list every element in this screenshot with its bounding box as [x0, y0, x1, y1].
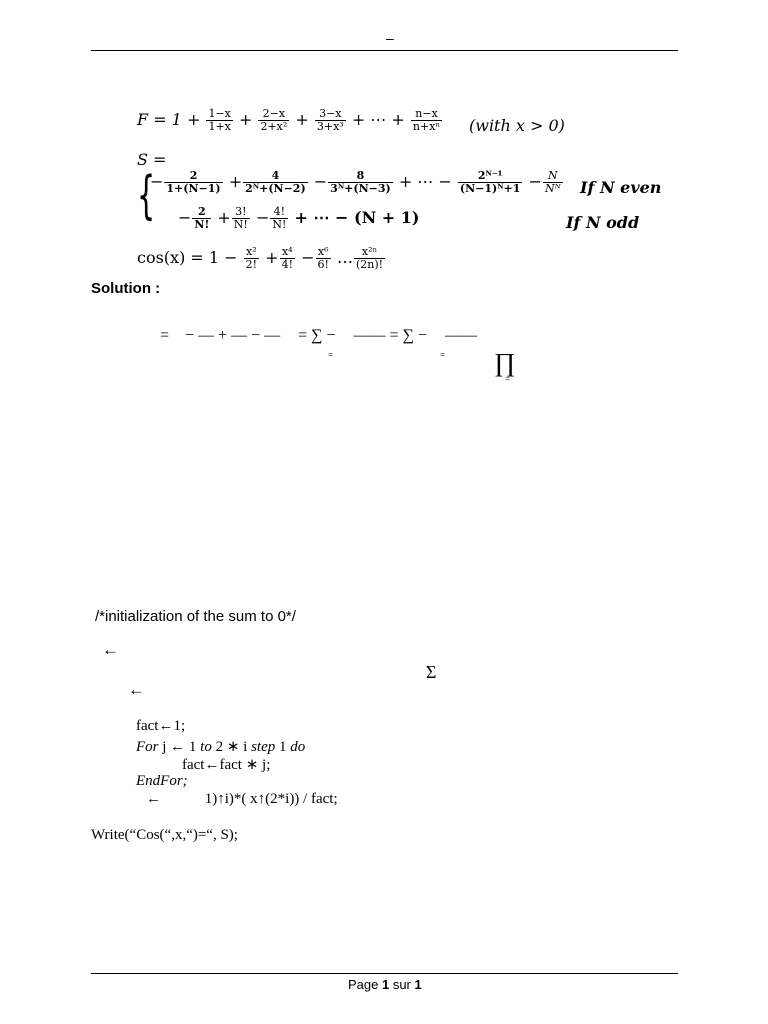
solution-eq-e: —— — [445, 327, 478, 344]
footer-rule — [91, 973, 678, 974]
solution-label: Solution : — [91, 280, 161, 297]
s-odd-condition: If N odd — [566, 213, 640, 232]
code-fact-init: fact←1; — [136, 718, 186, 734]
arrow-icon: ← — [128, 680, 145, 699]
sigma-icon: Σ — [426, 662, 437, 682]
cos-term-n: x²ⁿ(2n)! — [354, 245, 386, 271]
code-endfor: EndFor; — [136, 773, 188, 789]
solution-eq-b: − — + — − — — [185, 327, 281, 344]
code-fact-multiply: fact←fact ∗ j; — [182, 757, 271, 773]
init-comment: /*initialization of the sum to 0*/ — [95, 608, 296, 625]
f-dots: + ⋯ + — [351, 110, 405, 129]
arrow-icon: ← — [146, 791, 161, 807]
solution-sub-3: = — [505, 374, 511, 384]
header-mark: – — [386, 30, 394, 46]
code-write: Write(“Cos(“,x,“)=“, S); — [91, 827, 238, 843]
header-rule — [91, 50, 678, 51]
s-lhs: S = — [137, 150, 167, 169]
f-lhs: F = 1 + — [137, 110, 201, 129]
f-condition: (with x > 0) — [469, 116, 565, 135]
solution-eq-a: = — [160, 327, 170, 344]
s-odd-term-2: 3!N! — [231, 205, 250, 231]
s-even-condition: If N even — [580, 178, 662, 197]
cos-lhs: cos(x) = 1 − — [137, 248, 238, 267]
code-for-loop: For j ← 1 to 2 ∗ i step 1 do — [136, 739, 306, 755]
s-odd-term-3: 4!N! — [270, 205, 289, 231]
solution-eq-d: —— = ∑ − — [353, 327, 428, 344]
solution-eq-c: = ∑ − — [298, 327, 336, 344]
code-assign: ← 1)↑i)*( x↑(2*i)) / fact; — [146, 791, 338, 807]
solution-sub-2: = — [440, 350, 446, 360]
s-odd-tail: + ⋯ − (N + 1) — [294, 208, 420, 227]
arrow-icon: ← — [102, 640, 119, 659]
s-even-term-4: 2ᴺ⁻¹(N−1)ᴺ+1 — [457, 169, 523, 195]
solution-sub-1: = — [328, 350, 334, 360]
solution-product-icon: ∏ — [494, 348, 516, 377]
solution-row: = − — + — − — = ∑ − —— = ∑ − —— — [160, 327, 477, 345]
page-number: Page 1 sur 1 — [348, 977, 422, 992]
s-brace: { — [137, 166, 156, 226]
